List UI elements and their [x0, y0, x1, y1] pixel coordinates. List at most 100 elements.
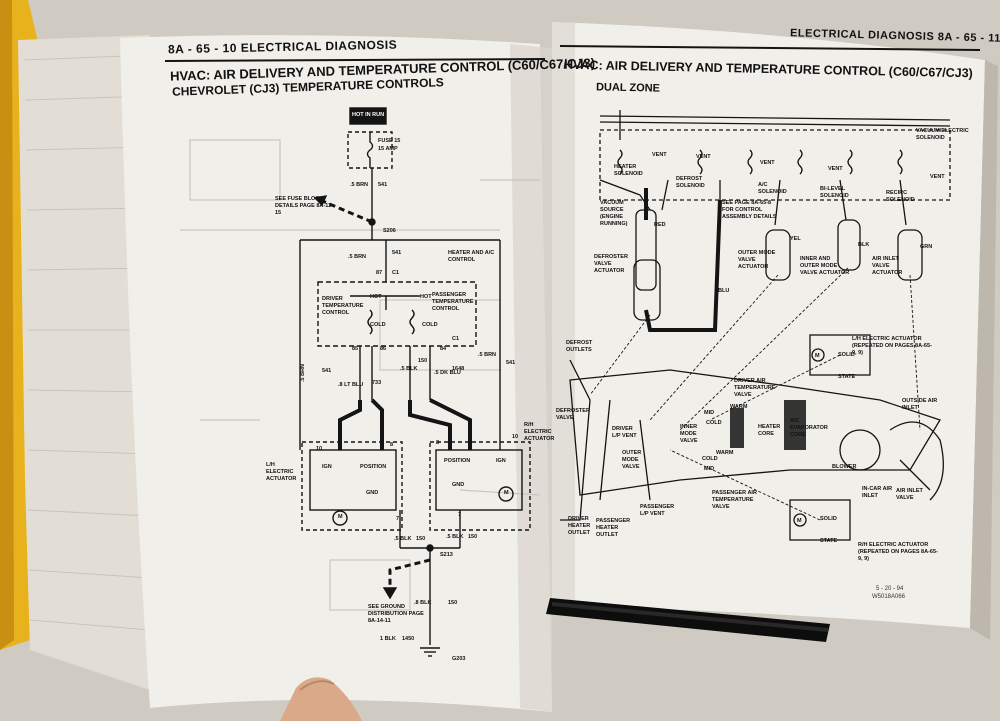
- ground-g203-label: G203: [452, 656, 466, 662]
- pin-8-left-label: 8: [390, 442, 394, 448]
- pin-7-right-label: 7: [458, 512, 462, 518]
- cold-label-1: COLD: [706, 420, 722, 426]
- wire-8ltblu-label: .8 LT BLU: [338, 382, 364, 388]
- motor-left-label: M: [338, 514, 343, 520]
- pin-87-label: 87: [376, 270, 383, 276]
- wire-541-label: 541: [378, 182, 388, 188]
- pin-86-label: 86: [380, 346, 387, 352]
- passenger-heater-outlet-label: PASSENGER HEATER OUTLET: [596, 518, 631, 538]
- wire-1450-label: 1450: [402, 636, 415, 642]
- state-label-bottom: STATE: [820, 538, 838, 544]
- warm-label-2: WARM: [716, 450, 734, 456]
- pin-84-label: 84: [440, 346, 447, 352]
- fuse-amp-label: 15 AMP: [378, 146, 398, 152]
- left-wiring-diagram: [299, 107, 531, 657]
- hot-label-right: HOT: [420, 294, 432, 300]
- wire-1blk-label: 1 BLK: [380, 636, 396, 642]
- defrost-solenoid-label: DEFROST SOLENOID: [676, 176, 705, 189]
- c1-label: C1: [392, 270, 400, 276]
- wire-541-4-label: 541: [506, 360, 516, 366]
- bilevel-solenoid-label: BI-LEVEL SOLENOID: [820, 186, 849, 199]
- rh-electric-actuator-label: R/H ELECTRIC ACTUATOR: [524, 422, 555, 442]
- footer-date: 5 - 20 - 94: [876, 586, 904, 592]
- position-label-left: POSITION: [360, 464, 387, 470]
- solid-label-top: SOLID: [838, 352, 855, 358]
- wire-150-3-label: 150: [468, 534, 478, 540]
- motor-top-label: M: [815, 353, 820, 359]
- outer-mode-valve-label: OUTER MODE VALVE: [622, 450, 642, 470]
- solid-label-bottom: SOLID: [820, 516, 837, 522]
- right-page: [552, 22, 985, 628]
- wire-8blk-label: .8 BLK: [414, 600, 432, 606]
- vent-label-3: VENT: [760, 160, 775, 166]
- heater-ac-control-label: HEATER AND A/C CONTROL: [448, 250, 495, 263]
- cold-label-left: COLD: [370, 322, 386, 328]
- lh-electric-actuator-right-label: L/H ELECTRIC ACTUATOR (REPEATED ON PAGES…: [852, 336, 932, 356]
- inner-mode-valve-label: INNER MODE VALVE: [680, 424, 698, 444]
- outside-air-inlet-label: OUTSIDE AIR INLET: [902, 398, 938, 411]
- cold-label-right: COLD: [422, 322, 438, 328]
- blu-label: BLU: [718, 288, 730, 294]
- pin-10-left-label: 10: [316, 446, 323, 452]
- heater-core-label: HEATER CORE: [758, 424, 781, 437]
- gnd-label-left: GND: [366, 490, 379, 496]
- mid-label-2: MID: [704, 466, 715, 472]
- recirc-solenoid-label: RECIRC SOLENOID: [886, 190, 915, 203]
- vacuum-source-label: VACUUM SOURCE (ENGINE RUNNING): [600, 200, 628, 227]
- inner-outer-mode-valve-label: INNER AND OUTER MODE VALVE ACTUATOR: [800, 256, 850, 276]
- cold-label-2: COLD: [702, 456, 718, 462]
- position-label-right: POSITION: [444, 458, 471, 464]
- see-fuse-block-label: SEE FUSE BLOCK DETAILS PAGE 8A-11-15: [275, 196, 333, 216]
- wire-150-2-label: 150: [416, 536, 426, 542]
- defroster-valve-actuator-label: DEFROSTER VALVE ACTUATOR: [594, 254, 628, 274]
- wire-5brn-label: .5 BRN: [350, 182, 369, 188]
- fuse-label: FUSE 15: [378, 138, 401, 144]
- lh-electric-actuator-label: L/H ELECTRIC ACTUATOR: [266, 462, 297, 482]
- driver-heater-outlet-label: DRIVER HEATER OUTLET: [568, 516, 591, 536]
- page-edges: [18, 35, 150, 690]
- defroster-valve-label: DEFROSTER VALVE: [556, 408, 590, 421]
- vent-label-5: VENT: [930, 174, 945, 180]
- warm-label-1: WARM: [730, 404, 748, 410]
- hot-label-left: HOT: [370, 294, 382, 300]
- ign-label-left: IGN: [322, 464, 332, 470]
- left-header-rule: [165, 58, 546, 62]
- vacuum-solenoid-label: VACUUM/ELECTRIC SOLENOID: [916, 128, 969, 141]
- outer-mode-valve-actuator-label: OUTER MODE VALVE ACTUATOR: [738, 250, 776, 270]
- wire-5dkblu-label: .5 DK BLU: [434, 370, 461, 376]
- ign-label-right: IGN: [496, 458, 506, 464]
- rh-electric-actuator-right-label: R/H ELECTRIC ACTUATOR (REPEATED ON PAGES…: [858, 542, 938, 562]
- wire-1648-label: 1648: [452, 366, 465, 372]
- wire-5blk-label: .5 BLK: [400, 366, 418, 372]
- wire-5brn-4-label: .5 BRN: [478, 352, 497, 358]
- see-ground-dist-label: SEE GROUND DISTRIBUTION PAGE 8A-14-11: [368, 604, 424, 624]
- yel-label: YEL: [790, 236, 801, 242]
- right-page-subtitle: DUAL ZONE: [595, 81, 661, 95]
- splice-s213-label: S213: [440, 552, 453, 558]
- motor-bottom-label: M: [797, 518, 802, 524]
- motor-right-label: M: [504, 490, 509, 496]
- pin-85-label: 85: [352, 346, 359, 352]
- vent-label-2: VENT: [696, 154, 711, 160]
- vent-label-4: VENT: [828, 166, 843, 172]
- wire-5brn-2-label: .5 BRN: [348, 254, 367, 260]
- state-label-top: STATE: [838, 374, 856, 380]
- wire-5brn-3-label: .5 BRN: [300, 363, 307, 383]
- c1-2-label: C1: [452, 336, 460, 342]
- passenger-lp-vent-label: PASSENGER L/P VENT: [640, 504, 675, 517]
- heater-solenoid-label: HEATER SOLENOID: [614, 164, 643, 177]
- grn-label: GRN: [920, 244, 933, 250]
- air-inlet-valve-actuator-label: AIR INLET VALVE ACTUATOR: [872, 256, 903, 276]
- blower-label: BLOWER: [832, 464, 857, 470]
- splice-s206-label: S206: [383, 228, 396, 234]
- footer-code: W5018A066: [872, 594, 906, 600]
- wire-150-4-label: 150: [448, 600, 458, 606]
- red-label: RED: [654, 222, 666, 228]
- pin-10-right-label: 10: [512, 434, 519, 440]
- right-header-rule: [560, 45, 980, 51]
- pin-7-left-label: 7: [396, 516, 400, 522]
- wire-733-label: 733: [372, 380, 382, 386]
- wire-150-label: 150: [418, 358, 428, 364]
